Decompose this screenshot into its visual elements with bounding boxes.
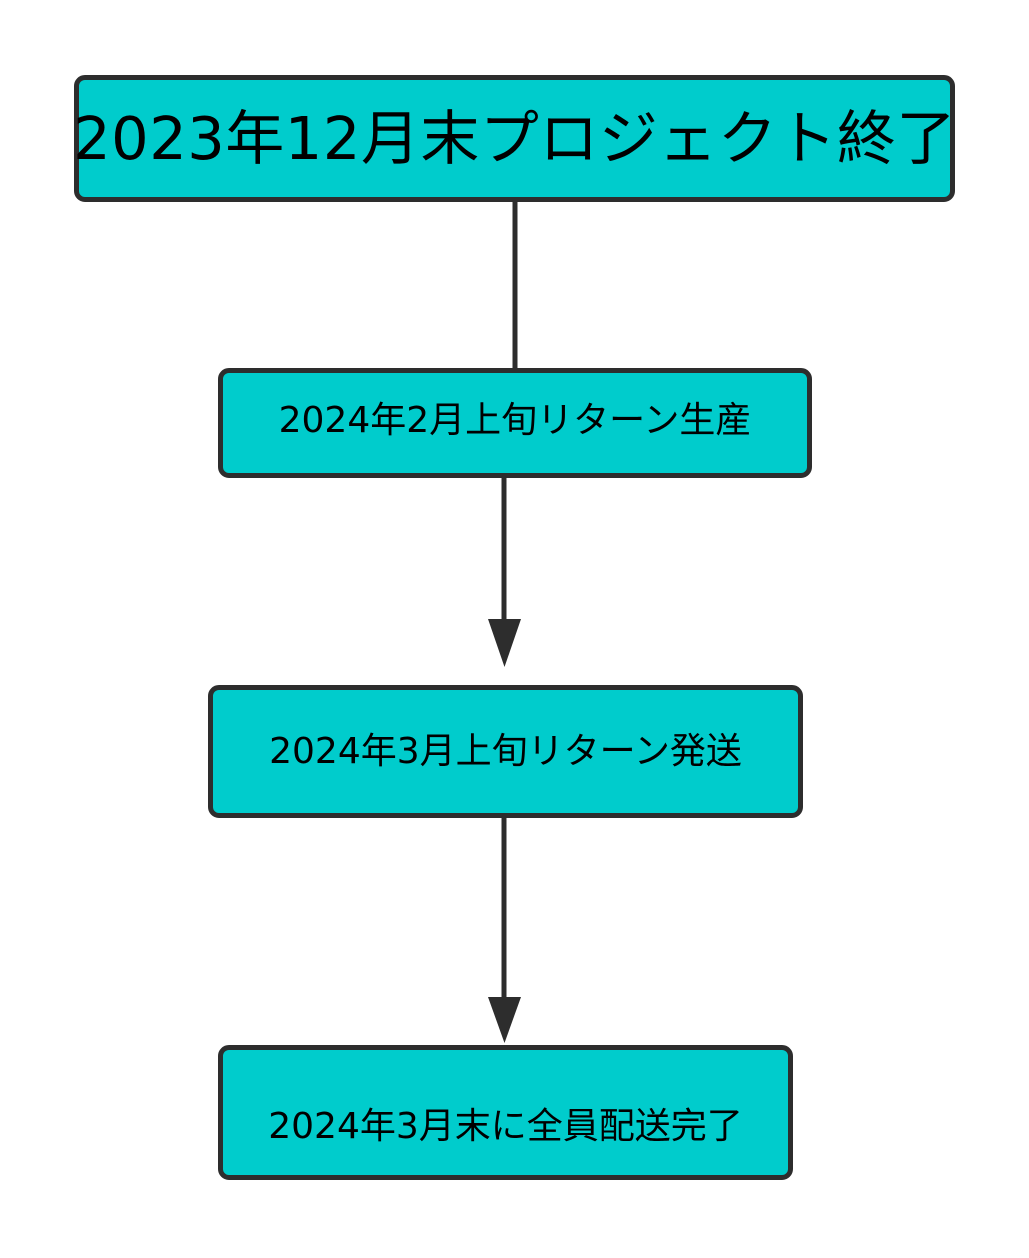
arrowhead-icon-edge-2	[488, 619, 521, 667]
flowchart-node-label: 2024年2月上旬リターン生産	[278, 400, 752, 441]
flowchart-node-reward-shipping[interactable]: 2024年3月上旬リターン発送	[208, 685, 803, 818]
flowchart-node-label: 2023年12月末プロジェクト終了	[73, 104, 956, 173]
flowchart-node-end-of-project[interactable]: 2023年12月末プロジェクト終了	[73, 75, 956, 202]
flowchart-node-delivery-complete[interactable]: 2024年3月末に全員配送完了	[218, 1045, 793, 1180]
arrowhead-icon-edge-3	[488, 997, 521, 1043]
flowchart-node-label: 2024年3月上旬リターン発送	[269, 730, 742, 772]
flowchart-node-reward-production[interactable]: 2024年2月上旬リターン生産	[218, 368, 812, 478]
flowchart-node-label: 2024年3月末に全員配送完了	[268, 1105, 743, 1147]
